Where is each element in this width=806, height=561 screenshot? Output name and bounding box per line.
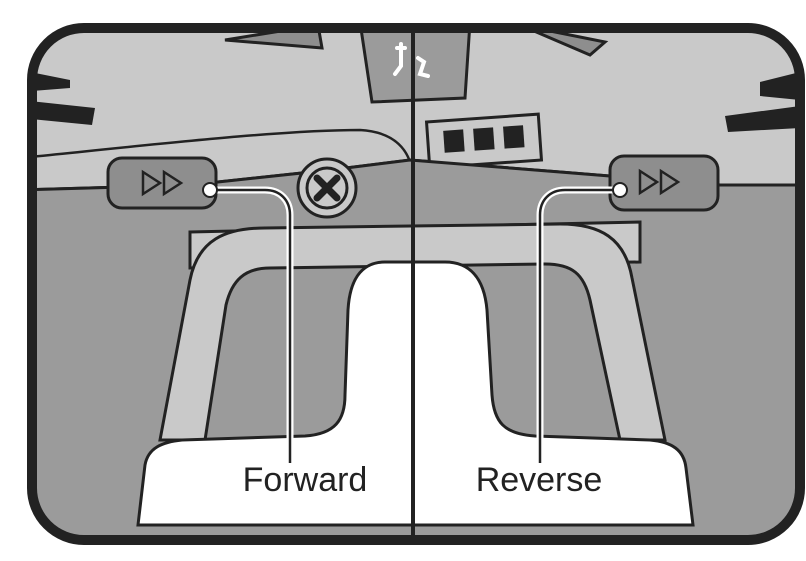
phillips-screw-icon	[296, 157, 358, 219]
indicator-square-3	[503, 125, 525, 149]
reverse-callout-line	[536, 182, 628, 463]
reverse-button[interactable]	[608, 154, 720, 212]
block-glyph	[393, 42, 430, 78]
fast-forward-icon	[638, 168, 681, 196]
frame-outline	[27, 23, 805, 545]
forward-label: Forward	[243, 461, 368, 499]
reverse-label: Reverse	[476, 461, 603, 499]
forward-button[interactable]	[106, 156, 218, 210]
forward-callout-line	[202, 182, 294, 463]
indicator-square-2	[473, 127, 495, 151]
right-wedge-top	[760, 72, 800, 100]
handle-arch	[158, 222, 667, 442]
indicator-square-1	[443, 129, 465, 153]
right-wedge-bottom	[725, 106, 800, 132]
housing-seam	[32, 128, 415, 176]
fast-forward-icon	[141, 169, 184, 197]
white-paddle	[136, 260, 695, 527]
left-wedge-bottom	[32, 100, 95, 125]
